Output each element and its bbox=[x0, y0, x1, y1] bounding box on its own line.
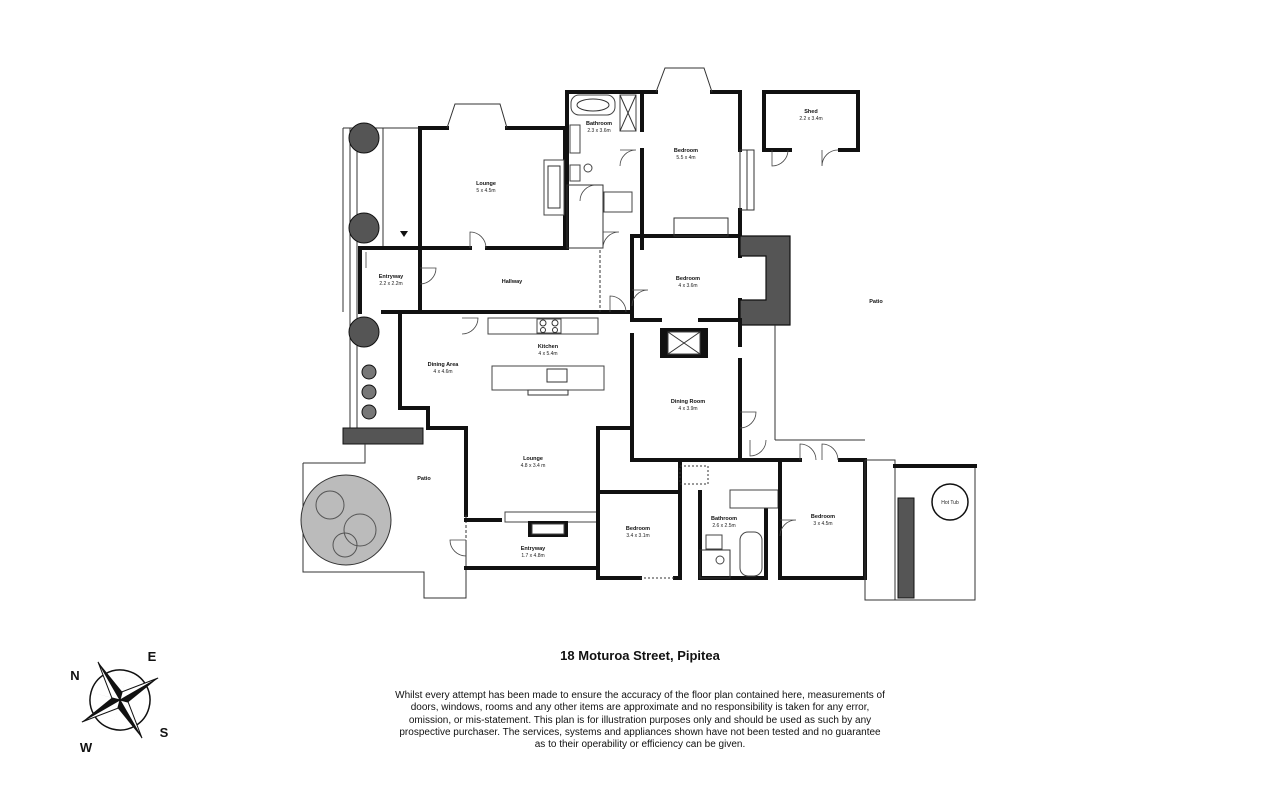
room-dimensions: 4 x 4.6m bbox=[433, 369, 452, 375]
room-dimensions: 2.6 x 2.5m bbox=[712, 523, 735, 529]
room-label: Kitchen bbox=[538, 344, 559, 350]
room-bedroom-1: Bedroom 5.5 x 4m bbox=[630, 67, 755, 238]
shrub-icon bbox=[361, 384, 377, 400]
property-address-title: 18 Moturoa Street, Pipitea bbox=[560, 648, 720, 663]
room-label: Dining Room bbox=[671, 399, 705, 405]
garden-strip-north bbox=[342, 122, 420, 312]
room-entryway-1: Entryway 2.2 x 2.2m bbox=[358, 246, 437, 314]
area-hot-tub: Hot Tub bbox=[864, 459, 977, 601]
room-label: Entryway bbox=[379, 274, 404, 280]
room-dimensions: 2.2 x 3.4m bbox=[799, 116, 822, 122]
shrub-icon bbox=[361, 364, 377, 380]
disclaimer-text: Whilst every attempt has been made to en… bbox=[395, 690, 885, 751]
room-bathroom-2: Bathroom 2.6 x 2.5m bbox=[698, 458, 782, 580]
shrub-icon bbox=[361, 404, 377, 420]
room-label: Bathroom bbox=[711, 516, 737, 522]
room-dimensions: 4.8 x 3.4 m bbox=[521, 463, 546, 469]
compass-rose-icon bbox=[81, 661, 159, 739]
compass-west-label: W bbox=[80, 740, 93, 755]
room-dimensions: 4 x 3.6m bbox=[678, 283, 697, 289]
room-bedroom-3: Bedroom 3.4 x 3.1m bbox=[596, 458, 709, 580]
room-label: Bedroom bbox=[676, 276, 700, 282]
area-patio-1: Patio bbox=[774, 299, 883, 441]
room-label: Patio bbox=[417, 476, 431, 482]
compass-south-label: S bbox=[160, 725, 169, 740]
room-bedroom-2: Bedroom 4 x 3.6m bbox=[630, 234, 791, 326]
room-label: Bedroom bbox=[811, 514, 835, 520]
room-label: Bedroom bbox=[626, 526, 650, 532]
room-dimensions: 4 x 3.9m bbox=[678, 406, 697, 412]
room-lounge-1: Lounge 5 x 4.5m bbox=[418, 103, 567, 250]
compass-east-label: E bbox=[148, 649, 157, 664]
shrub-icon bbox=[348, 212, 380, 244]
room-dimensions: 2.2 x 2.2m bbox=[379, 281, 402, 287]
tree-icon bbox=[300, 474, 392, 566]
room-label: Bathroom bbox=[586, 121, 612, 127]
room-dimensions: 3 x 4.5m bbox=[813, 521, 832, 527]
room-dimensions: 5 x 4.5m bbox=[476, 188, 495, 194]
room-label: Lounge bbox=[523, 456, 543, 462]
entry-arrow-icon bbox=[400, 231, 408, 237]
room-kitchen: Kitchen 4 x 5.4m bbox=[487, 317, 605, 396]
room-dimensions: 1.7 x 4.8m bbox=[521, 553, 544, 559]
room-entryway-2: Entryway 1.7 x 4.8m bbox=[449, 518, 600, 570]
room-dimensions: 2.3 x 3.6m bbox=[587, 128, 610, 134]
room-label: Hallway bbox=[502, 279, 523, 285]
room-dimensions: 5.5 x 4m bbox=[676, 155, 695, 161]
room-label: Lounge bbox=[476, 181, 496, 187]
room-label: Shed bbox=[804, 109, 817, 115]
room-label: Patio bbox=[869, 299, 883, 305]
room-bedroom-4: Bedroom 3 x 4.5m bbox=[778, 443, 867, 580]
room-label: Dining Area bbox=[428, 362, 460, 368]
room-dining-room: Dining Room 4 x 3.9m bbox=[630, 318, 767, 462]
room-dimensions: 3.4 x 3.1m bbox=[626, 533, 649, 539]
room-label: Entryway bbox=[521, 546, 546, 552]
room-lounge-2: Lounge 4.8 x 3.4 m bbox=[464, 426, 632, 540]
area-patio-2: Patio bbox=[300, 312, 467, 599]
shrub-icon bbox=[348, 316, 380, 348]
room-label: Hot Tub bbox=[941, 500, 959, 506]
room-dining-area: Dining Area 4 x 4.6m bbox=[381, 310, 479, 430]
room-bathroom-1: Bathroom 2.3 x 3.6m bbox=[565, 90, 644, 250]
room-shed: Shed 2.2 x 3.4m bbox=[762, 90, 860, 167]
room-dimensions: 4 x 5.4m bbox=[538, 351, 557, 357]
compass-north-label: N bbox=[70, 668, 79, 683]
room-hallway: Hallway bbox=[418, 250, 632, 314]
shrub-icon bbox=[348, 122, 380, 154]
room-label: Bedroom bbox=[674, 148, 698, 154]
hot-tub-icon bbox=[931, 483, 969, 521]
